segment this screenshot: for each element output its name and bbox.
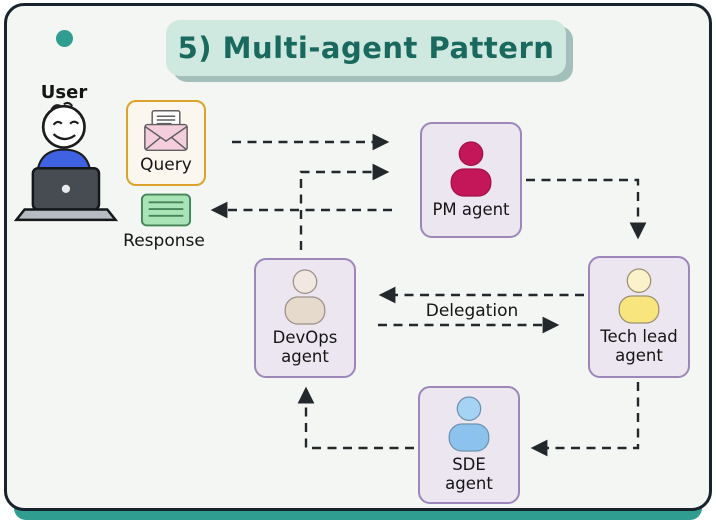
person-icon-sde [448,396,490,452]
sde-agent-label: SDE agent [445,455,493,493]
devops-agent-label: DevOps agent [272,328,338,366]
query-label: Query [140,155,192,175]
tech-lead-agent-box: Tech lead agent [588,256,690,378]
envelope-icon [144,110,188,152]
tech-lead-agent-label: Tech lead agent [600,327,678,365]
pm-agent-box: PM agent [420,122,522,238]
sde-agent-box: SDE agent [418,386,520,504]
response-label: Response [123,231,205,251]
accent-dot [56,30,73,47]
response-icon [140,193,192,227]
delegation-edge-label: Delegation [425,301,519,321]
user-figure [13,101,119,222]
person-icon-devops [284,269,326,325]
envelope-body [144,123,188,152]
person-icon-tech-lead [618,268,660,324]
pm-agent-label: PM agent [432,199,510,219]
user-label: User [40,82,88,103]
title-banner: 5) Multi-agent Pattern [166,20,566,76]
query-box: Query [126,100,206,186]
devops-agent-box: DevOps agent [254,258,356,378]
page-title: 5) Multi-agent Pattern [177,31,555,65]
person-icon-pm [450,140,492,197]
